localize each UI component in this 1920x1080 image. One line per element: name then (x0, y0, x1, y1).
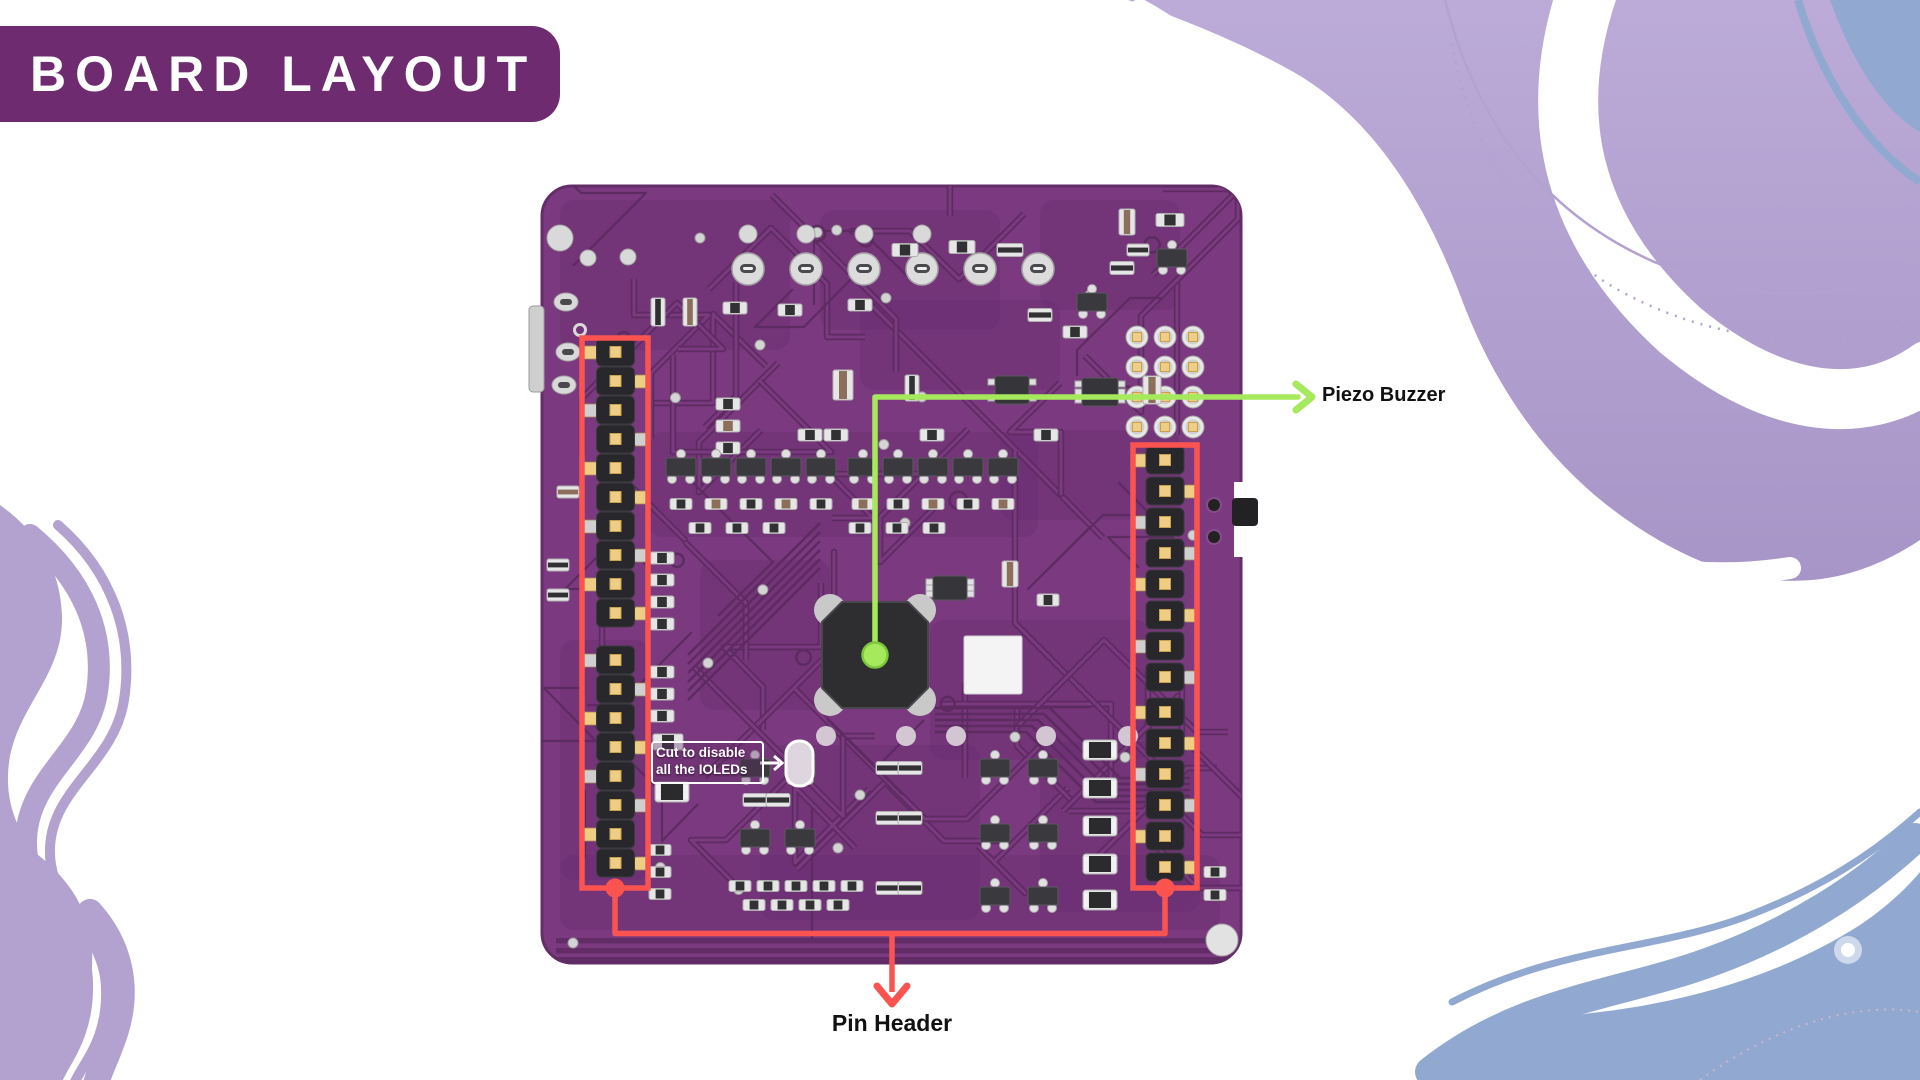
pcb-board (528, 184, 1243, 965)
red-arrowhead-icon (873, 982, 911, 1008)
top-pad-row (546, 224, 1055, 395)
cut-note-line2: all the IOLEDs (656, 761, 748, 777)
cut-note-line1: Cut to disable (656, 745, 746, 760)
label-piezo-buzzer: Piezo Buzzer (1322, 384, 1446, 406)
jumper-pad (784, 739, 815, 788)
left-pin-header (579, 335, 651, 891)
white-component (963, 635, 1023, 695)
piezo-buzzer-callout (861, 380, 1316, 669)
decor-wave-top-right (1128, 0, 1920, 581)
pin-header-callout (605, 878, 1175, 1008)
decor-blue-corner (1830, 0, 1920, 132)
green-dot (861, 641, 889, 669)
side-button-tab (1232, 498, 1258, 526)
cut-note-box: Cut to disable all the IOLEDs (651, 741, 764, 784)
edge-connector (528, 305, 545, 393)
label-pin-header: Pin Header (831, 1010, 953, 1036)
decor-wave-bottom-left (0, 505, 135, 1080)
green-arrowhead-icon (1292, 380, 1316, 414)
page-title: BOARD LAYOUT (30, 46, 537, 102)
decor-wave-bottom-right (1442, 872, 1920, 1080)
title-banner: BOARD LAYOUT (0, 26, 560, 122)
right-pin-header (1130, 442, 1200, 891)
smd-components (546, 208, 1227, 913)
